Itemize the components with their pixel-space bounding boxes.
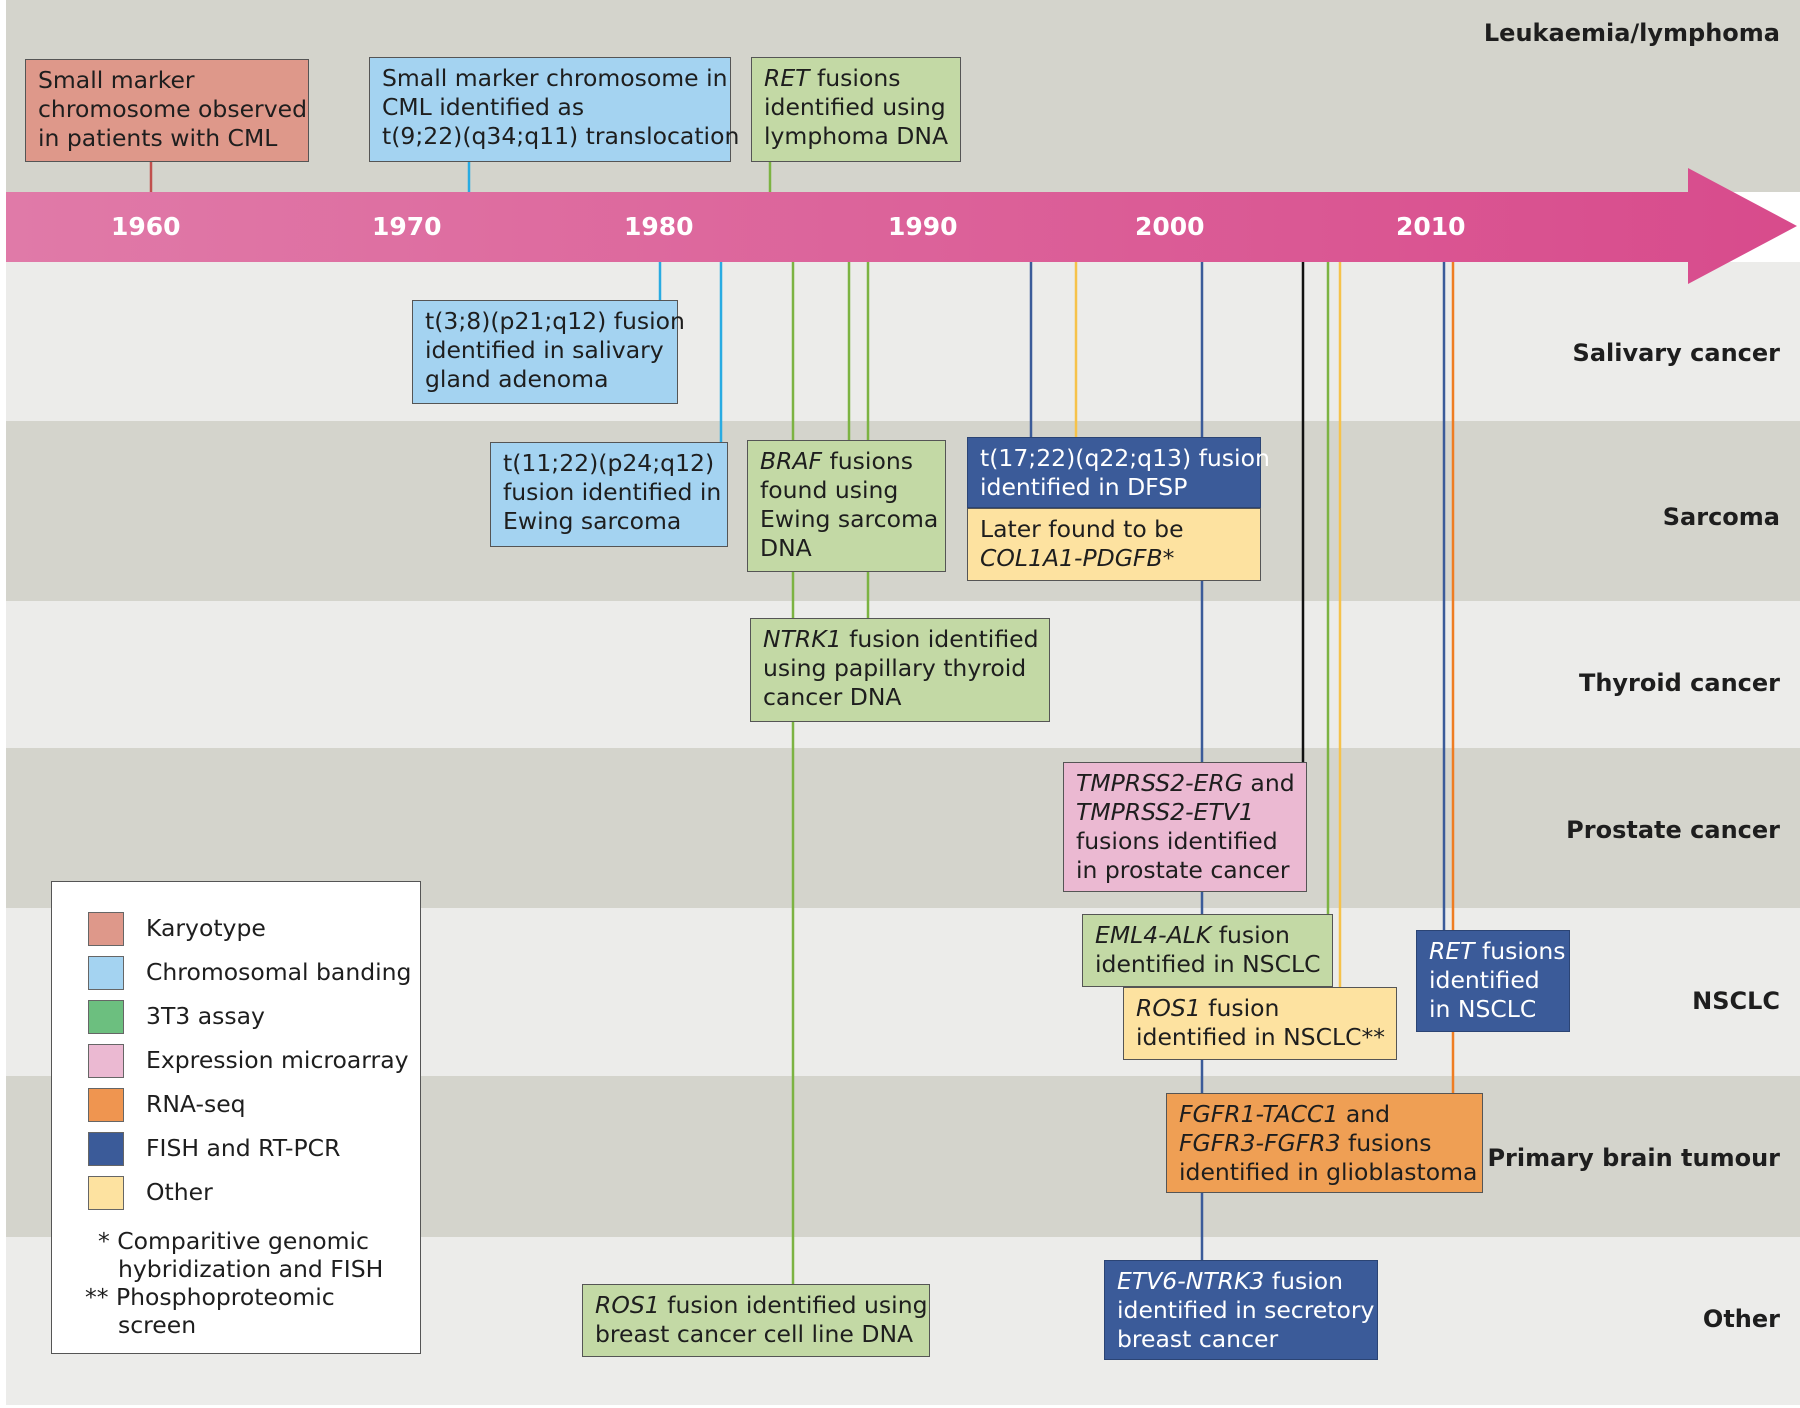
legend-label-karyotype: Karyotype	[146, 914, 266, 942]
event-text-line: lymphoma DNA	[764, 122, 949, 150]
legend-label-fish-rt-pcr: FISH and RT-PCR	[146, 1134, 341, 1162]
event-text-line: identified in salivary	[425, 336, 664, 364]
category-label-nsclc: NSCLC	[1692, 987, 1780, 1015]
event-text-line: identified	[1429, 966, 1540, 994]
event-text-line: RET fusions	[764, 64, 901, 92]
event-text-line: t(3;8)(p21;q12) fusion	[425, 307, 685, 335]
event-text-line: BRAF fusions	[760, 447, 913, 475]
event-text-line: identified in secretory	[1117, 1296, 1375, 1324]
category-label-salivary-cancer: Salivary cancer	[1572, 339, 1780, 367]
legend-label-other: Other	[146, 1178, 213, 1206]
event-text-line: EML4-ALK fusion	[1095, 921, 1290, 949]
event-text-line: in NSCLC	[1429, 995, 1537, 1023]
event-text-line: identified in NSCLC	[1095, 950, 1321, 978]
event-text-line: ETV6-NTRK3 fusion	[1117, 1267, 1344, 1295]
event-text-line: Ewing sarcoma	[503, 507, 682, 535]
legend-swatch-fish-rt-pcr	[88, 1132, 124, 1166]
legend-footnote-phospho: ** Phosphoproteomic	[85, 1283, 335, 1311]
event-text-line: TMPRSS2-ERG and	[1076, 769, 1295, 797]
event-text-line: t(17;22)(q22;q13) fusion	[980, 444, 1270, 472]
legend-swatch-chromosomal-banding	[88, 956, 124, 990]
event-text-line: cancer DNA	[763, 683, 902, 711]
event-text-line: RET fusions	[1429, 937, 1566, 965]
event-text-line: CML identified as	[382, 93, 585, 121]
event-text-line: in patients with CML	[38, 124, 278, 152]
category-label-thyroid-cancer: Thyroid cancer	[1578, 669, 1780, 697]
event-text-line: found using	[760, 476, 899, 504]
legend-label-3t3-assay: 3T3 assay	[146, 1002, 265, 1030]
event-text-line: Later found to be	[980, 515, 1184, 543]
event-text-line: ROS1 fusion identified using	[595, 1291, 928, 1319]
event-text-line: identified in DFSP	[980, 473, 1188, 501]
event-text-line: identified in glioblastoma	[1179, 1158, 1478, 1186]
event-text-line: t(9;22)(q34;q11) translocation	[382, 122, 740, 150]
event-text-line: breast cancer cell line DNA	[595, 1320, 914, 1348]
event-text-line: in prostate cancer	[1076, 856, 1290, 884]
event-text-line: TMPRSS2-ETV1	[1076, 798, 1254, 826]
legend-footnote-phospho-cont: screen	[118, 1311, 197, 1339]
year-label-2010: 2010	[1396, 212, 1466, 241]
event-text-line: DNA	[760, 534, 812, 562]
legend-label-rna-seq: RNA-seq	[146, 1090, 246, 1118]
legend-swatch-expression-microarray	[88, 1044, 124, 1078]
year-label-2000: 2000	[1135, 212, 1205, 241]
legend-swatch-rna-seq	[88, 1088, 124, 1122]
event-text-line: fusions identified	[1076, 827, 1278, 855]
year-label-1970: 1970	[372, 212, 442, 241]
year-label-1960: 1960	[111, 212, 181, 241]
event-text-line: identified in NSCLC**	[1136, 1023, 1385, 1051]
event-text-line: Small marker	[38, 66, 195, 94]
legend-footnote-cgh-cont: hybridization and FISH	[118, 1255, 384, 1283]
event-text-line: Small marker chromosome in	[382, 64, 728, 92]
event-text-line: gland adenoma	[425, 365, 609, 393]
legend-swatch-other	[88, 1176, 124, 1210]
event-text-line: Ewing sarcoma	[760, 505, 939, 533]
event-text-line: t(11;22)(p24;q12)	[503, 449, 715, 477]
legend-swatch-karyotype	[88, 912, 124, 946]
category-label-prostate-cancer: Prostate cancer	[1566, 816, 1780, 844]
event-text-line: breast cancer	[1117, 1325, 1279, 1353]
event-text-line: identified using	[764, 93, 946, 121]
legend: Karyotype Chromosomal banding 3T3 assay …	[51, 881, 421, 1354]
event-text-line: FGFR3-FGFR3 fusions	[1179, 1129, 1432, 1157]
event-text-line: FGFR1-TACC1 and	[1179, 1100, 1391, 1128]
event-text-line: COL1A1-PDGFB*	[980, 544, 1175, 572]
legend-swatch-3t3-assay	[88, 1000, 124, 1034]
category-label-other: Other	[1702, 1305, 1780, 1333]
event-text-line: chromosome observed	[38, 95, 307, 123]
year-label-1990: 1990	[888, 212, 958, 241]
event-text-line: NTRK1 fusion identified	[763, 625, 1039, 653]
category-label-primary-brain-tumour: Primary brain tumour	[1487, 1144, 1780, 1172]
category-label-leukaemia-lymphoma: Leukaemia/lymphoma	[1483, 19, 1780, 47]
event-text-line: ROS1 fusion	[1136, 994, 1280, 1022]
year-label-1980: 1980	[624, 212, 694, 241]
legend-label-chromosomal-banding: Chromosomal banding	[146, 958, 412, 986]
category-label-sarcoma: Sarcoma	[1662, 503, 1780, 531]
legend-label-expression-microarray: Expression microarray	[146, 1046, 409, 1074]
band-salivary-cancer: Salivary cancer	[6, 262, 1800, 421]
legend-footnote-cgh: * Comparitive genomic	[98, 1227, 369, 1255]
event-text-line: using papillary thyroid	[763, 654, 1027, 682]
event-text-line: fusion identified in	[503, 478, 722, 506]
